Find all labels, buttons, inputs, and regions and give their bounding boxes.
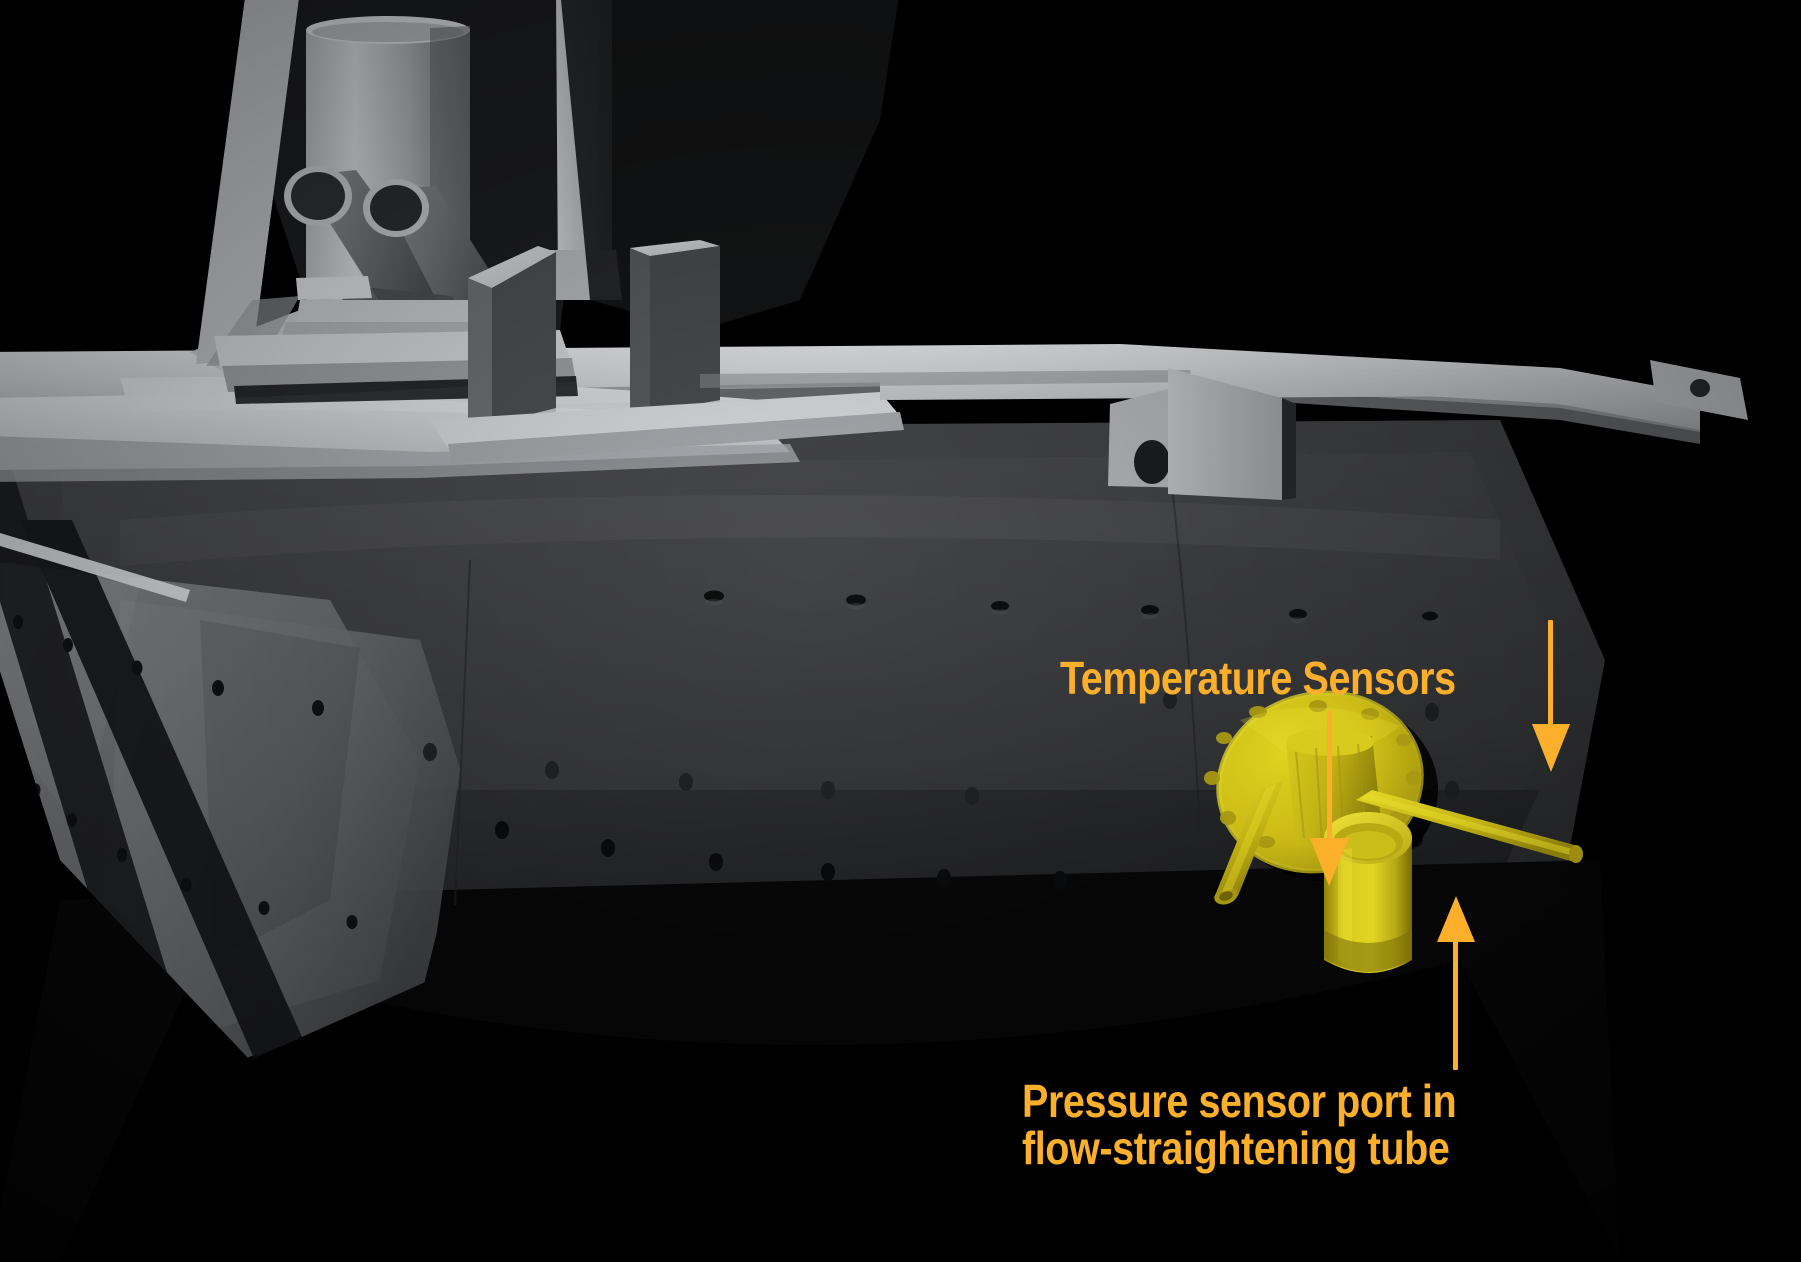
arrow-temperature-right (1532, 620, 1570, 772)
callout-pressure-line-2: flow-straightening tube (1022, 1121, 1450, 1174)
temperature-probe-left (1214, 780, 1284, 905)
flow-straightening-tube (1324, 812, 1412, 973)
callout-pressure-line-1: Pressure sensor port in (1022, 1075, 1457, 1127)
annotation-arrows (1310, 620, 1570, 1070)
arrow-temperature-left (1310, 710, 1349, 886)
temperature-probe-right (1356, 790, 1583, 863)
arrow-pressure-port (1437, 896, 1475, 1070)
flange-bolt-holes (1204, 700, 1422, 856)
callout-temperature-sensors: Temperature Sensors (1060, 652, 1456, 704)
